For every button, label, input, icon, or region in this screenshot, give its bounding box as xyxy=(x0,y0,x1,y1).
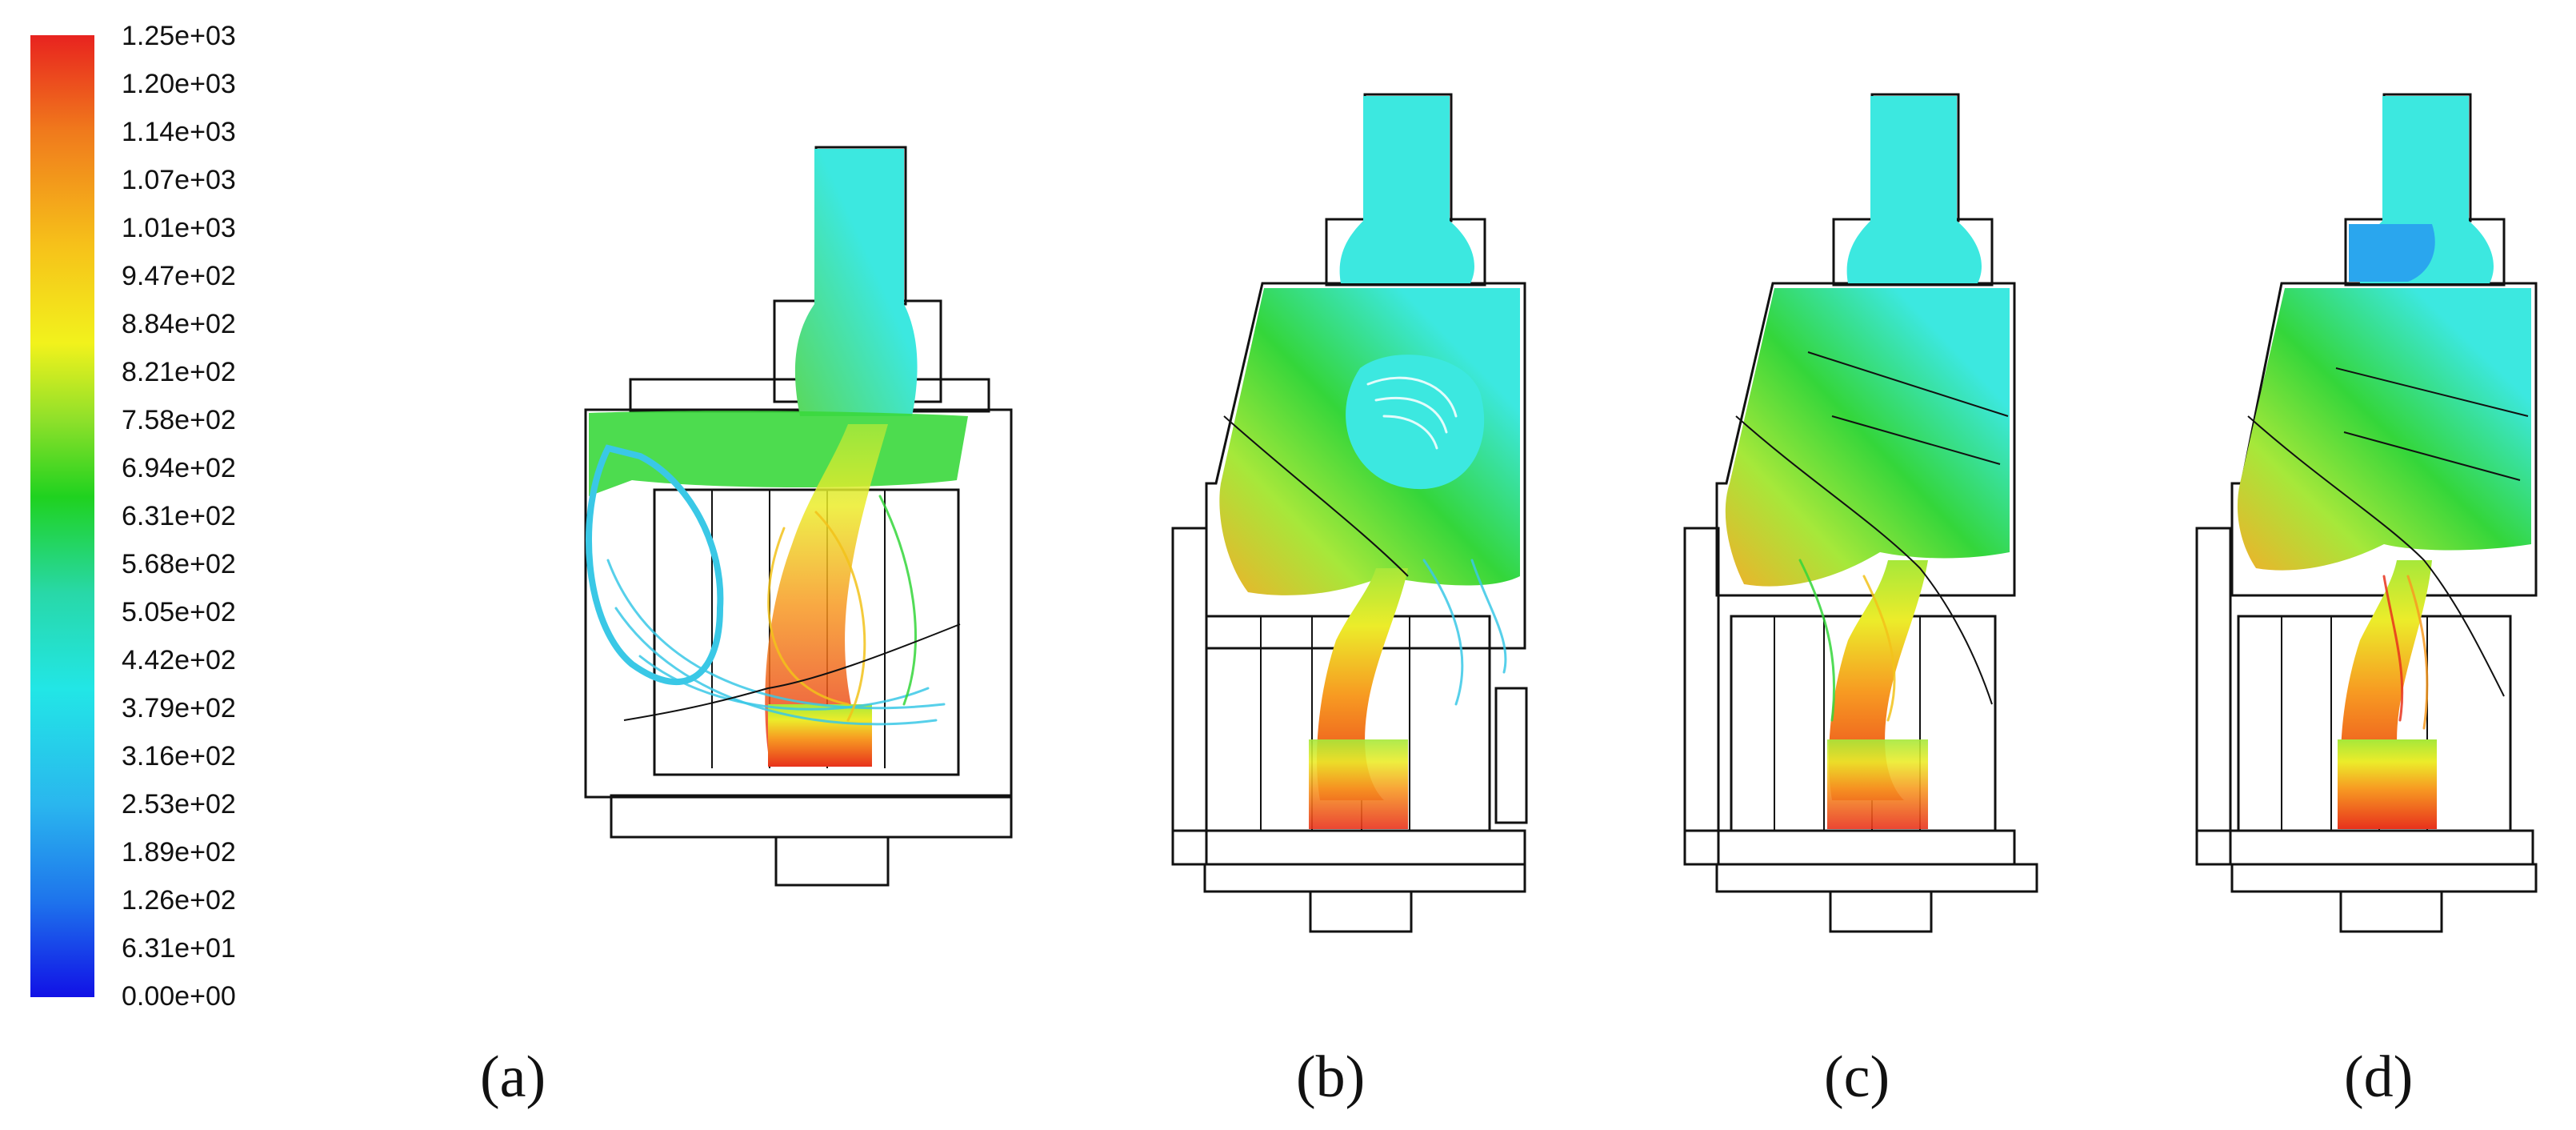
panel-d-blue-pocket xyxy=(2349,224,2435,282)
panel-a-label: (a) xyxy=(480,1044,546,1110)
colorbar-tick-label: 6.31e+01 xyxy=(122,933,236,964)
colorbar-tick-label: 1.14e+03 xyxy=(122,117,236,147)
panel-c-left-casing xyxy=(1683,527,1720,866)
panel-a-hood-flow xyxy=(589,411,968,496)
colorbar-tick-label: 5.05e+02 xyxy=(122,597,236,627)
panel-c-stack-flow xyxy=(1846,96,1982,283)
panel-a-foot xyxy=(774,835,890,887)
panel-d-chamber-flow xyxy=(2237,288,2531,571)
colorbar-tick-label: 8.21e+02 xyxy=(122,357,236,387)
panel-c-hood xyxy=(1715,282,2016,597)
colorbar-gradient xyxy=(30,35,94,997)
panel-a-outer-casing xyxy=(584,408,1013,799)
panel-d-base xyxy=(2195,829,2534,866)
panel-b-left-casing xyxy=(1171,527,1208,866)
colorbar-tick-label: 1.07e+03 xyxy=(122,165,236,195)
panel-a xyxy=(584,146,1013,887)
panel-b xyxy=(1171,93,1528,933)
panel-a-rising-plume xyxy=(765,424,888,752)
colorbar-tick-label: 6.31e+02 xyxy=(122,501,236,531)
panel-b-stack-flow xyxy=(1339,96,1474,283)
colorbar-tick-label: 3.16e+02 xyxy=(122,741,236,771)
colorbar-tick-label: 1.26e+02 xyxy=(122,885,236,916)
colorbar-tick-label: 6.94e+02 xyxy=(122,453,236,483)
colorbar-tick-label: 1.20e+03 xyxy=(122,69,236,99)
panel-d xyxy=(2195,93,2538,933)
colorbar-tick-label: 9.47e+02 xyxy=(122,261,236,291)
panel-b-grate xyxy=(1309,739,1408,829)
panel-b-label: (b) xyxy=(1296,1044,1365,1110)
panel-d-foot xyxy=(2339,890,2443,933)
panel-d-label: (d) xyxy=(2344,1044,2413,1110)
colorbar-tick-label: 0.00e+00 xyxy=(122,981,236,1012)
panel-b-right-column xyxy=(1494,687,1528,824)
panel-b-base xyxy=(1171,829,1526,866)
panel-b-plinth xyxy=(1203,863,1526,893)
colorbar-tick-label: 7.58e+02 xyxy=(122,405,236,435)
colorbar-tick-label: 1.25e+03 xyxy=(122,21,236,51)
panel-c-foot xyxy=(1829,890,1933,933)
panel-c-grate xyxy=(1827,739,1928,829)
colorbar-tick-label: 1.89e+02 xyxy=(122,837,236,868)
panel-a-base xyxy=(610,794,1013,839)
panel-d-left-casing xyxy=(2195,527,2232,866)
panel-c-label: (c) xyxy=(1824,1044,1890,1110)
panel-d-grate xyxy=(2338,739,2437,829)
panel-a-left-vortex xyxy=(586,444,724,685)
panel-c-chamber-flow xyxy=(1725,288,2010,587)
panel-a-stack-flow xyxy=(794,149,918,416)
colorbar: 1.25e+03 1.20e+03 1.14e+03 1.07e+03 1.01e+03… xyxy=(30,21,236,1012)
colorbar-tick-labels: 1.25e+03 1.20e+03 1.14e+03 1.07e+03 1.01e+03… xyxy=(122,21,236,1012)
colorbar-tick-label: 1.01e+03 xyxy=(122,213,236,243)
panel-c xyxy=(1683,93,2038,933)
colorbar-tick-label: 3.79e+02 xyxy=(122,693,236,723)
panel-d-plinth xyxy=(2230,863,2538,893)
panel-c-plinth xyxy=(1715,863,2038,893)
colorbar-tick-label: 2.53e+02 xyxy=(122,789,236,819)
colorbar-tick-label: 4.42e+02 xyxy=(122,645,236,675)
panel-b-foot xyxy=(1309,890,1413,933)
panel-c-base xyxy=(1683,829,2016,866)
colorbar-tick-label: 5.68e+02 xyxy=(122,549,236,579)
colorbar-tick-label: 8.84e+02 xyxy=(122,309,236,339)
